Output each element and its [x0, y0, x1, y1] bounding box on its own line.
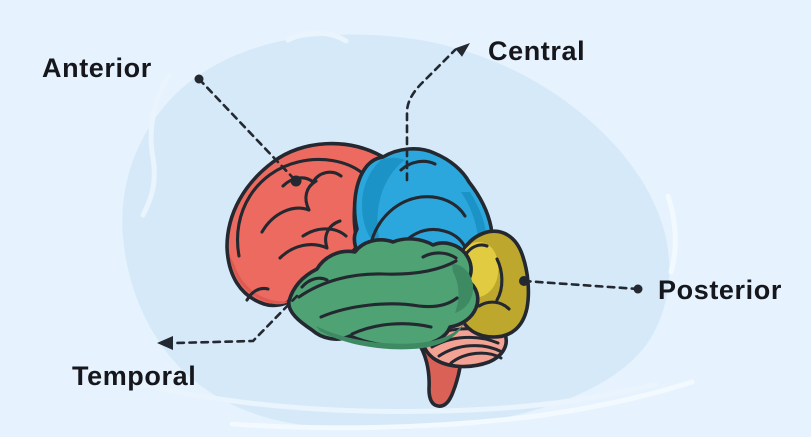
anterior-pointer [194, 74, 302, 187]
frontal-lobe [225, 141, 385, 308]
background-waves [85, 30, 695, 431]
label-temporal: Temporal [72, 361, 197, 391]
label-anterior: Anterior [42, 53, 152, 83]
central-pointer [405, 43, 470, 182]
posterior-leader-line [522, 279, 640, 291]
posterior-pointer [519, 276, 643, 294]
anterior-brain-dot [290, 175, 302, 187]
wave-top-center [285, 30, 349, 44]
occipital-gyri [464, 243, 511, 311]
temporal-pointer [157, 294, 299, 350]
label-posterior: Posterior [658, 275, 782, 305]
anterior-label-dot [194, 74, 204, 84]
wave-left [140, 72, 172, 218]
wave-right [665, 193, 678, 275]
temporal-leader-line [173, 294, 299, 345]
wave-bottom-2 [229, 379, 695, 431]
wave-bottom-1 [85, 367, 659, 414]
posterior-brain-dot [519, 276, 529, 286]
temporal-lobe-shading-right [452, 264, 474, 313]
temporal-lobe [287, 237, 480, 350]
label-central: Central [488, 36, 586, 66]
temporal-lobe-shading [316, 323, 464, 350]
central-leader-line [405, 48, 457, 182]
brain-illustration [225, 141, 531, 408]
parietal-lobe-shading-left [362, 157, 405, 251]
central-arrowhead-icon [455, 43, 470, 57]
posterior-label-dot [633, 284, 643, 294]
annotations [157, 43, 643, 350]
temporal-arrowhead-icon [157, 336, 173, 350]
anterior-leader-line [197, 77, 298, 183]
temporal-gyri [297, 251, 459, 336]
